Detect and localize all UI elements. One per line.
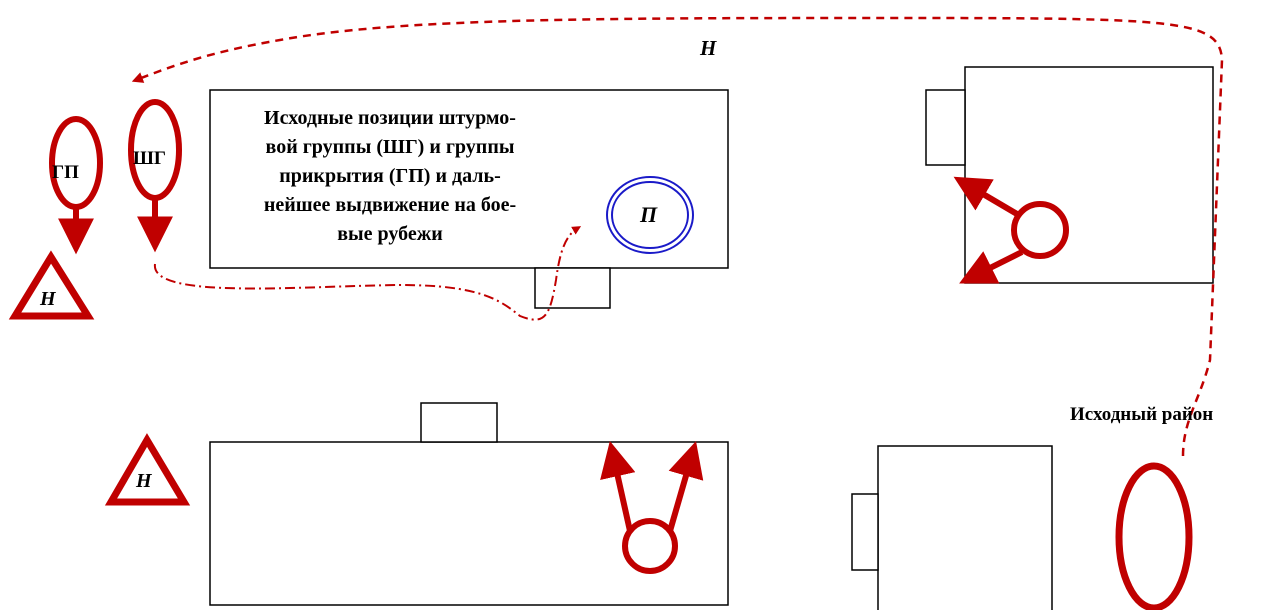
- building-top-center-entrance: [534, 267, 611, 309]
- caption-line: прикрытия (ГП) и даль-: [279, 165, 501, 187]
- hazard-label-bottom: Н: [136, 470, 152, 492]
- building-top-right-entrance: [925, 89, 966, 166]
- assault-group-label: ШГ: [133, 148, 166, 169]
- cover-group-label: ГП: [52, 162, 79, 183]
- caption-line: вой группы (ШГ) и группы: [265, 136, 515, 158]
- bottom-group-arrow-right: [667, 441, 704, 532]
- right-group-arrow-down: [959, 249, 1024, 284]
- building-bottom-right: [877, 445, 1053, 610]
- caption-line: Исходные позиции штурмо-: [264, 107, 516, 129]
- objective-label: П: [640, 202, 658, 227]
- building-bottom-center-entrance: [420, 402, 498, 443]
- diagram-caption: Исходные позиции штурмо- вой группы (ШГ)…: [212, 104, 568, 249]
- start-area-oval: [1115, 462, 1193, 610]
- hazard-triangle-bottom: [104, 433, 191, 506]
- bottom-group-circle: [622, 518, 678, 574]
- building-top-right: [964, 66, 1214, 284]
- objective-inner-circle: [611, 181, 689, 249]
- building-bottom-right-entrance: [851, 493, 879, 571]
- caption-line: нейшее выдвижение на бое-: [263, 194, 517, 216]
- start-area-label: Исходный район: [1070, 404, 1214, 425]
- right-group-arrow-up: [953, 176, 1019, 217]
- caption-line: вые рубежи: [337, 223, 443, 245]
- hazard-label-top: Н: [40, 288, 56, 310]
- route-label: Н: [700, 36, 717, 60]
- objective-outer-circle: [606, 176, 694, 254]
- bottom-group-arrow-left: [600, 440, 636, 532]
- building-top-center: [209, 89, 729, 269]
- right-group-circle: [1011, 201, 1069, 259]
- route-dashed-main: [131, 16, 1224, 457]
- hazard-triangle-top: [8, 250, 95, 320]
- route-dashdot-advance: [153, 226, 582, 321]
